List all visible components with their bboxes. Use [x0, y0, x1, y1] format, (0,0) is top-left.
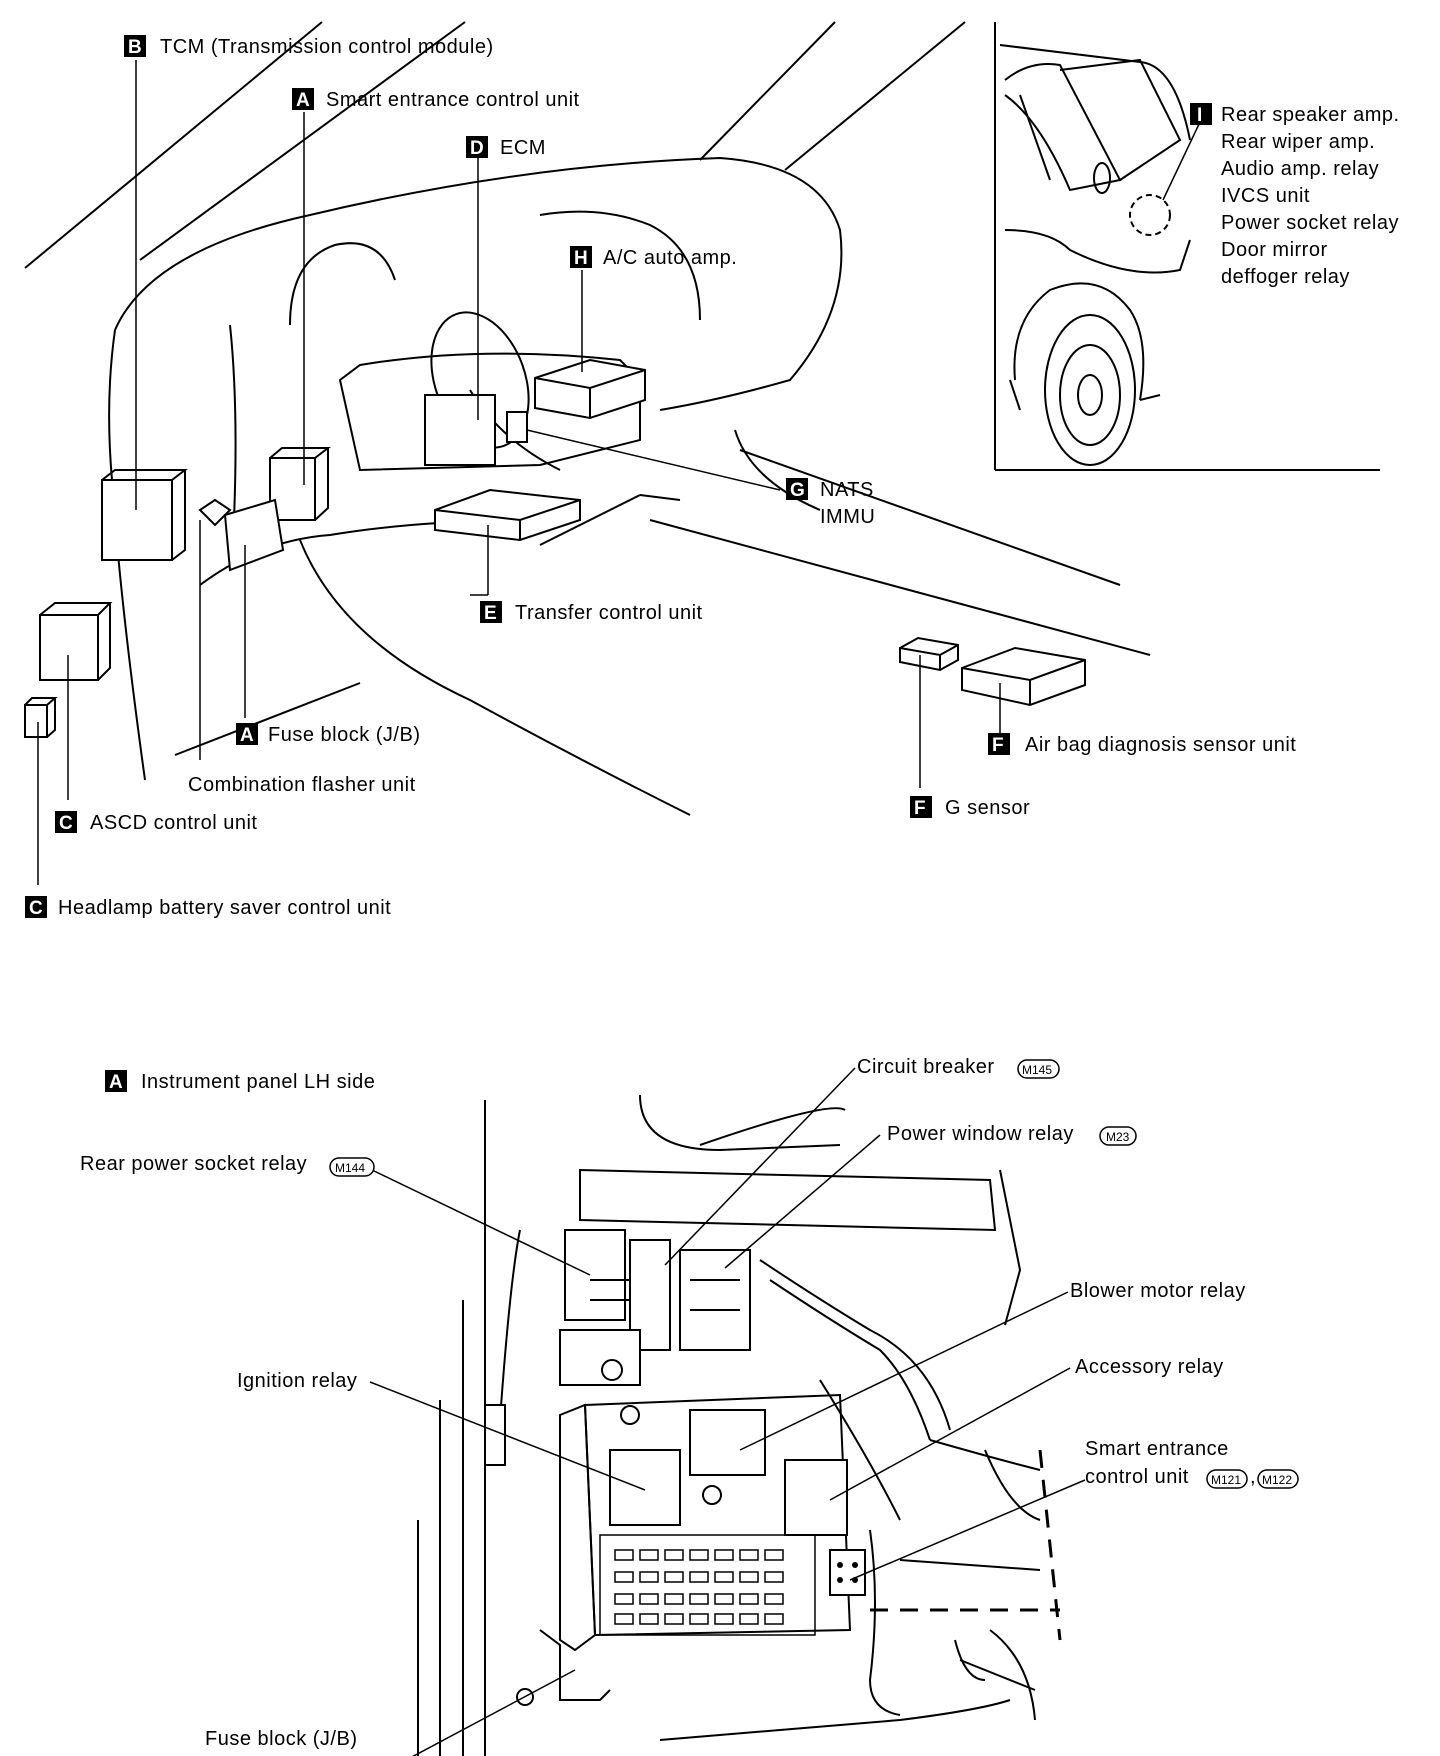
connector-m23: M23 — [1106, 1130, 1130, 1144]
rear-item-6: deffoger relay — [1221, 266, 1350, 288]
svg-text:,: , — [1250, 1466, 1256, 1488]
circuit-breaker-label: Circuit breaker — [857, 1056, 995, 1078]
rear-item-1: Rear wiper amp. — [1221, 131, 1375, 153]
rear-item-4: Power socket relay — [1221, 212, 1399, 234]
ecm-label: ECM — [500, 137, 546, 159]
rear-item-0: Rear speaker amp. — [1221, 104, 1400, 126]
connector-m121: M121 — [1211, 1473, 1241, 1487]
fuse-grid — [614, 1549, 784, 1625]
smart-entrance-bottom-label-1: Smart entrance — [1085, 1438, 1229, 1460]
badge-f-airbag: F — [992, 735, 1004, 756]
badge-c-ascd: C — [59, 813, 73, 834]
rear-item-2: Audio amp. relay — [1221, 158, 1379, 180]
connector-m145: M145 — [1022, 1063, 1052, 1077]
label-circuit-breaker: Circuit breaker M145 — [857, 1056, 1060, 1079]
headlamp-label: Headlamp battery saver control unit — [58, 897, 391, 919]
badge-g: G — [790, 480, 805, 501]
badge-a-section: A — [109, 1072, 123, 1093]
label-tcm: B TCM (Transmission control module) — [124, 35, 494, 58]
label-rear-items: I Rear speaker amp. Rear wiper amp. Audi… — [1190, 103, 1400, 288]
label-ascd: C ASCD control unit — [55, 811, 257, 834]
label-ignition-relay: Ignition relay — [237, 1370, 357, 1392]
connector-m122: M122 — [1262, 1473, 1292, 1487]
fuse-panel-illustration — [417, 1094, 1062, 1756]
label-fuse-block-top: A Fuse block (J/B) — [236, 723, 420, 746]
ascd-label: ASCD control unit — [90, 812, 257, 834]
ac-auto-amp-label: A/C auto amp. — [603, 247, 737, 269]
badge-a: A — [296, 90, 310, 111]
label-g-sensor: F G sensor — [910, 796, 1030, 819]
badge-d: D — [470, 138, 484, 159]
combination-flasher-label: Combination flasher unit — [188, 774, 416, 796]
label-combination-flasher: Combination flasher unit — [188, 774, 416, 796]
blower-motor-relay-label: Blower motor relay — [1070, 1280, 1246, 1302]
air-bag-label: Air bag diagnosis sensor unit — [1025, 734, 1296, 756]
label-ac-auto-amp: H A/C auto amp. — [570, 246, 737, 269]
label-smart-entrance: A Smart entrance control unit — [292, 88, 580, 111]
label-fuse-block-bottom: Fuse block (J/B) — [205, 1728, 357, 1750]
connector-m144: M144 — [335, 1161, 365, 1175]
badge-h: H — [574, 248, 588, 269]
smart-entrance-label: Smart entrance control unit — [326, 89, 580, 111]
label-rear-power-socket-relay: Rear power socket relay M144 — [80, 1153, 375, 1177]
badge-f-gsensor: F — [914, 798, 926, 819]
section-title-bottom: A Instrument panel LH side — [105, 1070, 375, 1093]
fuse-block-top-label: Fuse block (J/B) — [268, 724, 420, 746]
immu-label: IMMU — [820, 506, 875, 528]
power-window-relay-label: Power window relay — [887, 1123, 1074, 1145]
label-air-bag: F Air bag diagnosis sensor unit — [988, 733, 1296, 756]
label-ecm: D ECM — [466, 136, 546, 159]
rear-item-5: Door mirror — [1221, 239, 1328, 261]
label-power-window-relay: Power window relay M23 — [887, 1123, 1137, 1146]
dashboard-illustration — [24, 21, 1151, 816]
top-leader-lines — [37, 60, 1001, 885]
instrument-panel-title: Instrument panel LH side — [141, 1071, 375, 1093]
badge-i: I — [1197, 105, 1202, 126]
ignition-relay-label: Ignition relay — [237, 1370, 357, 1392]
label-accessory-relay: Accessory relay — [1075, 1356, 1224, 1378]
badge-e: E — [484, 603, 497, 624]
badge-a-fuse: A — [240, 725, 254, 746]
label-nats: G NATS IMMU — [786, 478, 875, 528]
badge-b: B — [128, 37, 142, 58]
rear-item-3: IVCS unit — [1221, 185, 1310, 207]
tcm-label: TCM (Transmission control module) — [160, 36, 494, 58]
bottom-leader-lines — [369, 1067, 1086, 1756]
label-blower-motor-relay: Blower motor relay — [1070, 1280, 1246, 1302]
smart-entrance-bottom-label-2: control unit — [1085, 1466, 1189, 1488]
label-transfer-control: E Transfer control unit — [480, 601, 703, 624]
transfer-control-label: Transfer control unit — [515, 602, 703, 624]
rear-inset — [994, 22, 1380, 471]
label-smart-entrance-bottom: Smart entrance control unit M121 , M122 — [1085, 1438, 1299, 1489]
nats-label: NATS — [820, 479, 874, 501]
fuse-block-bottom-label: Fuse block (J/B) — [205, 1728, 357, 1750]
label-headlamp: C Headlamp battery saver control unit — [25, 896, 391, 919]
accessory-relay-label: Accessory relay — [1075, 1356, 1224, 1378]
rear-power-socket-relay-label: Rear power socket relay — [80, 1153, 307, 1175]
g-sensor-label: G sensor — [945, 797, 1030, 819]
badge-c-headlamp: C — [29, 898, 43, 919]
